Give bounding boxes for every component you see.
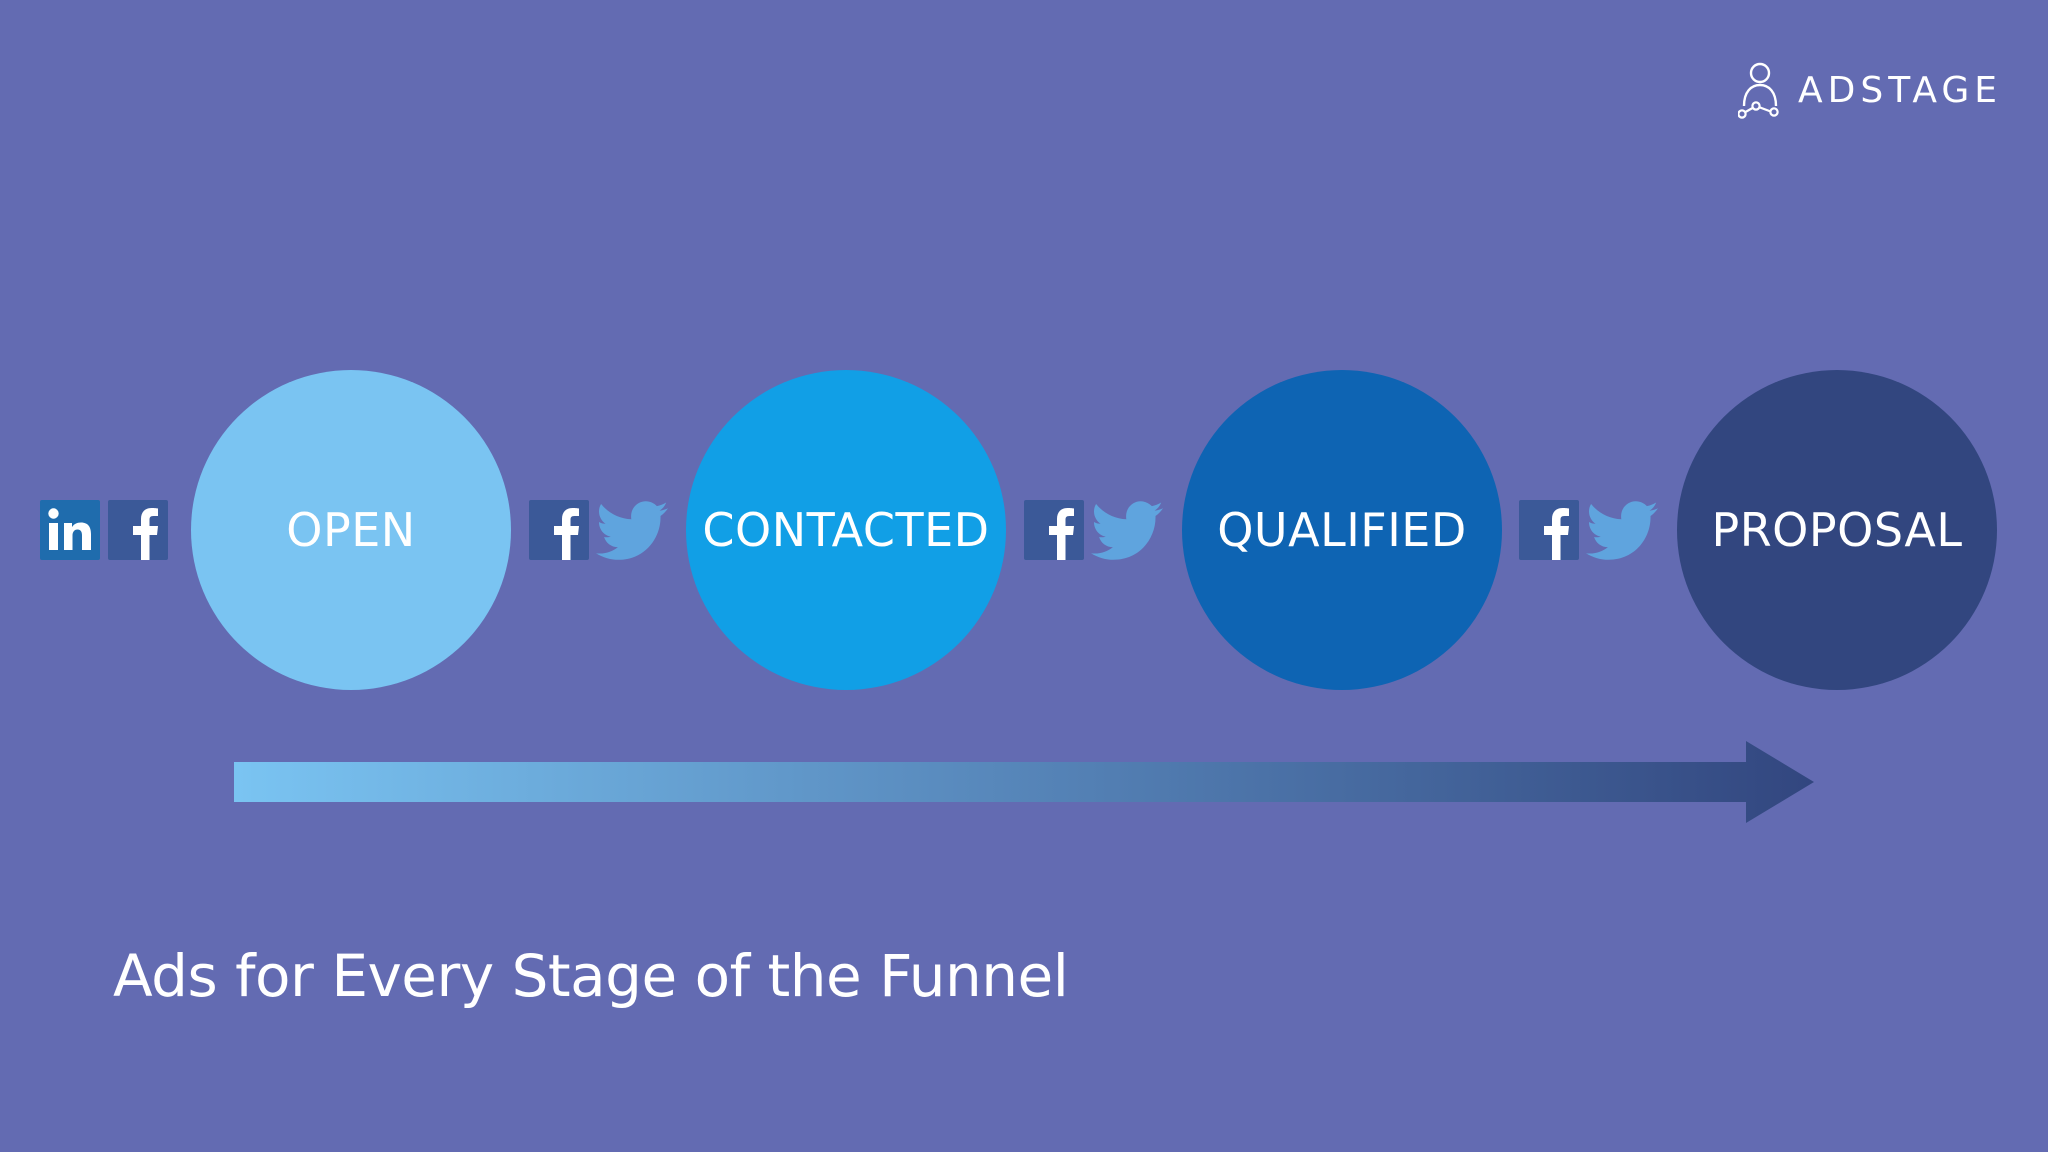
stage-qualified: QUALIFIED — [1182, 370, 1502, 690]
twitter-icon — [1091, 501, 1163, 560]
brand-logo: ADSTAGE — [1738, 60, 2002, 120]
facebook-icon — [108, 500, 168, 560]
stage-open: OPEN — [191, 370, 511, 690]
linkedin-icon — [40, 500, 100, 560]
stage-label: OPEN — [286, 503, 416, 557]
facebook-icon — [1024, 500, 1084, 560]
stage-label: PROPOSAL — [1711, 503, 1963, 557]
user-network-icon — [1738, 62, 1779, 119]
twitter-icon — [1586, 501, 1658, 560]
stage-label: CONTACTED — [702, 503, 990, 557]
facebook-icon — [1519, 500, 1579, 560]
facebook-icon — [529, 500, 589, 560]
twitter-icon — [596, 501, 668, 560]
brand-name: ADSTAGE — [1798, 69, 2003, 111]
stage-label: QUALIFIED — [1217, 503, 1467, 557]
stage-proposal: PROPOSAL — [1677, 370, 1997, 690]
funnel-progress-arrow — [234, 741, 1814, 823]
stage-contacted: CONTACTED — [686, 370, 1006, 690]
slide-title: Ads for Every Stage of the Funnel — [113, 942, 1069, 1010]
